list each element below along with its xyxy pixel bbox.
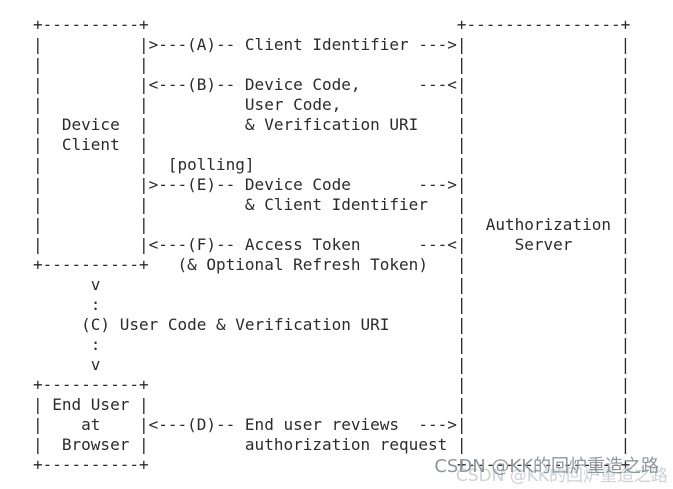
oauth-device-flow-ascii-diagram: +----------+ +----------------+ | |>---(… [33, 15, 631, 474]
